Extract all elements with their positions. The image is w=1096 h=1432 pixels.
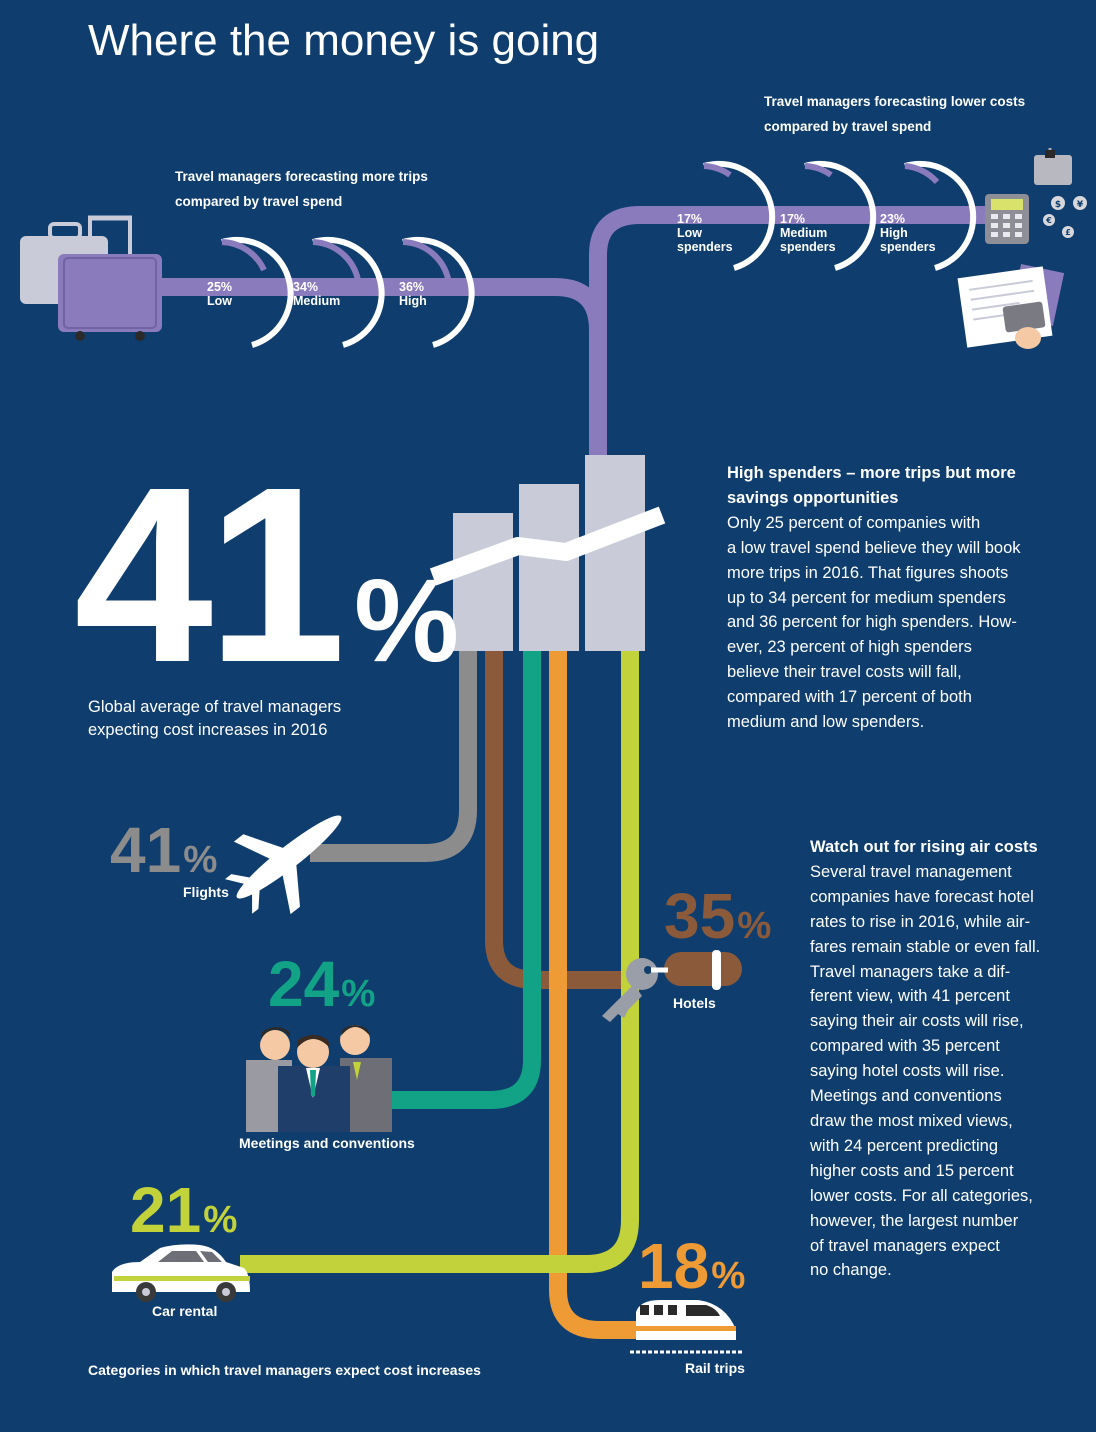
footer-caption: Categories in which travel managers expe… [88, 1362, 481, 1378]
rail-trips-label: Rail trips [685, 1360, 745, 1376]
calculator-icon [985, 194, 1029, 244]
wallet-icon [1034, 148, 1072, 185]
global-average-caption: Global average of travel managers expect… [88, 698, 342, 739]
rail-pipe [549, 650, 650, 1339]
hotel-key-icon [602, 950, 742, 1022]
meetings-stat: 24% [268, 948, 376, 1020]
coins-icon: $ ¥ € £ [1043, 196, 1087, 238]
invoice-card-icon [957, 264, 1065, 349]
gauge-label-high-spenders: 23% High spenders [880, 212, 936, 254]
more-trips-header: Travel managers forecasting more trips c… [175, 169, 428, 209]
airplane-icon [225, 815, 342, 915]
coin-pound: £ [1065, 228, 1071, 237]
lower-costs-header: Travel managers forecasting lower costs … [764, 94, 1026, 134]
people-icon [246, 1025, 392, 1132]
gauge-label-high: 36% High [399, 280, 427, 308]
gauge-arcs-more-trips [221, 236, 475, 348]
lower-costs-pipe [589, 206, 985, 330]
suitcase-icon [20, 215, 162, 341]
car-rental-stat: 21% [130, 1174, 238, 1246]
more-trips-pipe [120, 278, 607, 458]
flights-pipe [310, 650, 477, 862]
car-icon [112, 1244, 250, 1302]
page-title: Where the money is going [88, 16, 600, 65]
coin-dollar: $ [1055, 200, 1061, 210]
hotels-label: Hotels [673, 995, 716, 1011]
gauge-label-medium: 34% Medium [293, 280, 341, 308]
gauge-label-medium-spenders: 17% Medium spenders [780, 212, 836, 254]
meetings-label: Meetings and conventions [239, 1135, 415, 1151]
train-icon [630, 1300, 742, 1354]
hotels-stat: 35% [664, 880, 772, 952]
gauge-label-low: 25% Low [207, 280, 233, 308]
gauge-arcs-lower-costs [703, 160, 977, 271]
gauge-label-low-spenders: 17% Low spenders [677, 212, 733, 254]
car-rental-label: Car rental [152, 1303, 218, 1319]
global-average-stat: 41% [74, 435, 459, 714]
car-pipe [240, 650, 639, 1273]
flights-stat: 41% [110, 814, 218, 886]
coin-euro: € [1045, 216, 1052, 225]
flights-label: Flights [183, 884, 229, 900]
bar-chart-icon [429, 455, 666, 651]
high-spenders-paragraph: High spenders – more trips but more savi… [727, 464, 1021, 732]
rail-trips-stat: 18% [638, 1230, 746, 1302]
meetings-pipe [385, 650, 541, 1109]
coin-yen: ¥ [1077, 200, 1084, 210]
air-costs-paragraph: Watch out for rising air costs Several t… [810, 838, 1041, 1280]
